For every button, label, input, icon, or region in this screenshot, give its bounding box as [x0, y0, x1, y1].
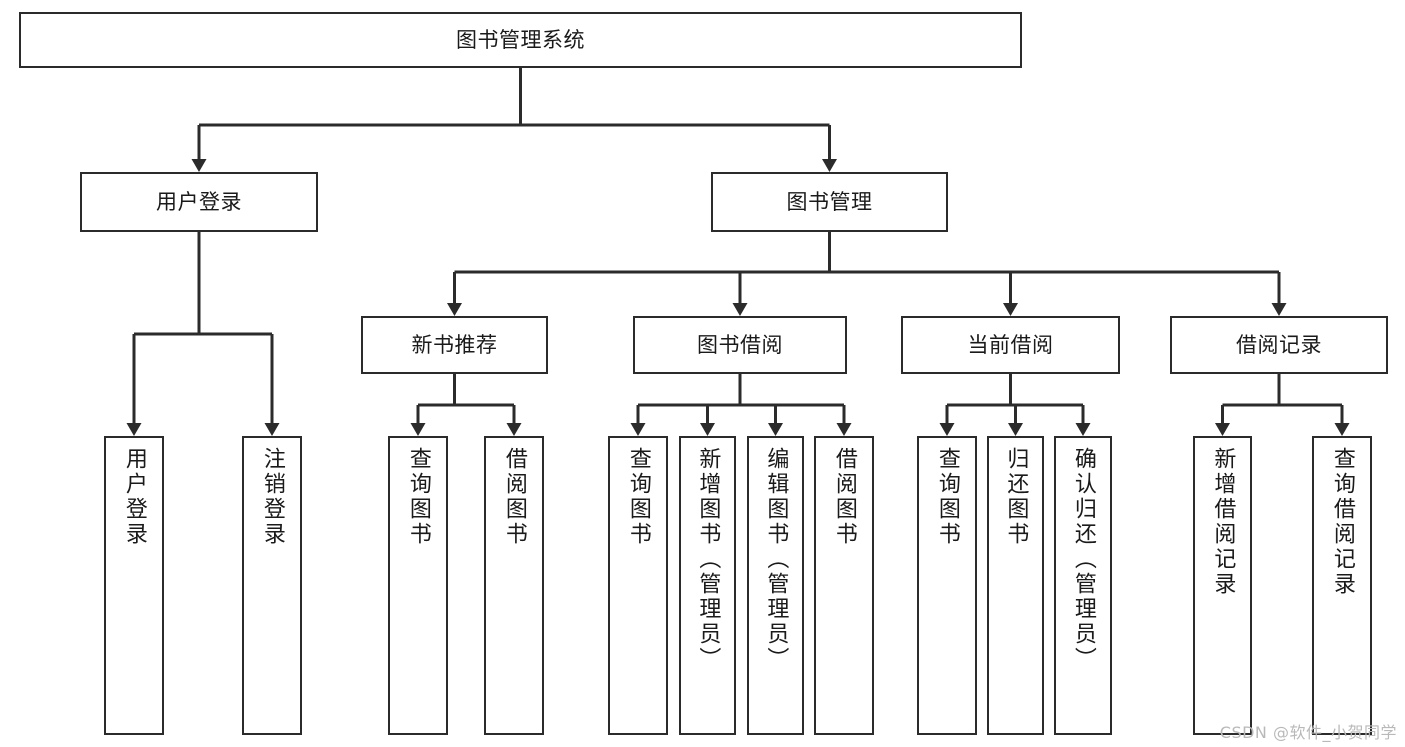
- arrowhead: [506, 423, 522, 436]
- node-current: 当前借阅: [901, 316, 1120, 374]
- node-label: 查询借阅记录: [1329, 447, 1355, 597]
- node-label: 归还图书: [1003, 447, 1029, 547]
- node-label: 借阅记录: [1236, 332, 1322, 357]
- node-label: 借阅图书: [831, 447, 857, 547]
- arrowhead: [700, 423, 715, 436]
- node-l10: 归还图书: [987, 436, 1044, 735]
- node-l4: 借阅图书: [484, 436, 544, 735]
- arrowhead: [939, 423, 955, 436]
- node-l13: 查询借阅记录: [1312, 436, 1372, 735]
- node-bookmgmt: 图书管理: [711, 172, 948, 232]
- arrowhead: [836, 423, 852, 436]
- node-label: 图书借阅: [697, 332, 783, 357]
- node-l5: 查询图书: [608, 436, 668, 735]
- node-root: 图书管理系统: [19, 12, 1022, 68]
- node-label: 查询图书: [625, 447, 651, 547]
- arrowhead: [447, 303, 462, 316]
- node-l9: 查询图书: [917, 436, 977, 735]
- arrowhead: [1075, 423, 1091, 436]
- arrowhead: [1215, 423, 1230, 436]
- node-label: 查询图书: [405, 447, 431, 547]
- node-l1: 用户登录: [104, 436, 164, 735]
- node-newbook: 新书推荐: [361, 316, 548, 374]
- node-label: 用户登录: [121, 447, 147, 547]
- arrowhead: [126, 423, 142, 436]
- node-label: 新增图书（管理员）: [695, 447, 721, 672]
- node-l8: 借阅图书: [814, 436, 874, 735]
- node-label: 确认归还（管理员）: [1070, 447, 1096, 672]
- node-records: 借阅记录: [1170, 316, 1388, 374]
- arrowhead: [1008, 423, 1023, 436]
- node-label: 图书管理系统: [456, 27, 585, 52]
- arrowhead: [1003, 303, 1018, 316]
- arrowhead: [768, 423, 783, 436]
- node-label: 新增借阅记录: [1210, 447, 1236, 597]
- node-l3: 查询图书: [388, 436, 448, 735]
- arrowhead: [191, 159, 207, 172]
- node-borrow: 图书借阅: [633, 316, 847, 374]
- arrowhead: [630, 423, 646, 436]
- node-l12: 新增借阅记录: [1193, 436, 1252, 735]
- node-label: 用户登录: [156, 189, 242, 214]
- node-login: 用户登录: [80, 172, 318, 232]
- node-label: 图书管理: [786, 189, 873, 214]
- node-l6: 新增图书（管理员）: [679, 436, 736, 735]
- node-label: 注销登录: [259, 447, 285, 547]
- node-label: 借阅图书: [501, 447, 527, 547]
- node-l2: 注销登录: [242, 436, 302, 735]
- watermark-label: CSDN @软件_小贺同学: [1219, 723, 1397, 742]
- node-label: 查询图书: [934, 447, 960, 547]
- node-label: 编辑图书（管理员）: [763, 447, 789, 672]
- node-label: 新书推荐: [411, 332, 498, 357]
- node-l7: 编辑图书（管理员）: [747, 436, 804, 735]
- arrowhead: [822, 159, 837, 172]
- arrowhead: [1334, 423, 1350, 436]
- node-label: 当前借阅: [967, 332, 1054, 357]
- arrowhead: [264, 423, 280, 436]
- arrowhead: [410, 423, 426, 436]
- node-l11: 确认归还（管理员）: [1054, 436, 1112, 735]
- arrowhead: [732, 303, 748, 316]
- arrowhead: [1271, 303, 1287, 316]
